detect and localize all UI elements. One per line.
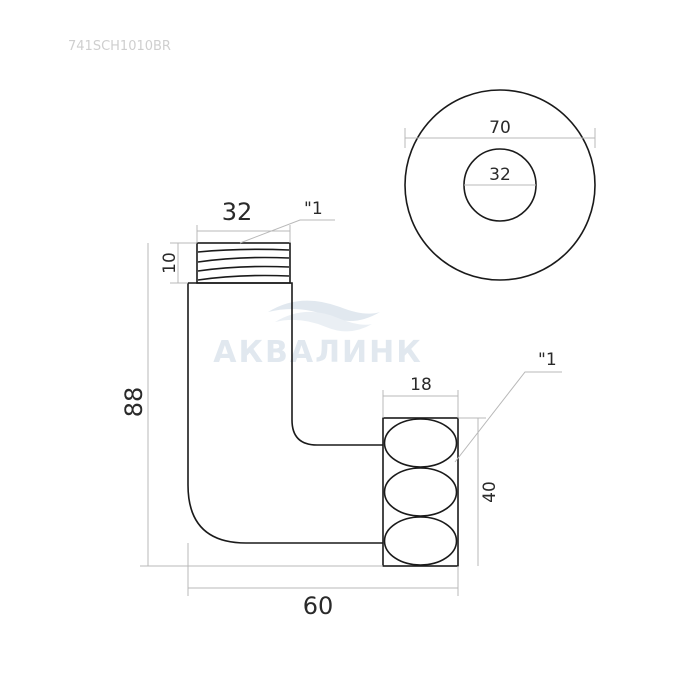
dim-nut-height: 40 (480, 481, 500, 503)
dim-thread-width: 32 (222, 198, 253, 226)
dim-nut-width: 18 (410, 375, 432, 395)
hex-nut (382, 417, 459, 567)
elbow-body (187, 282, 383, 544)
dim-total-height: 88 (120, 387, 148, 418)
dim-flange-inner: 32 (489, 165, 511, 185)
dim-total-width: 60 (303, 592, 334, 620)
thread-size-side: "1 (538, 350, 557, 370)
watermark-text: АКВАЛИНК (213, 335, 422, 370)
watermark-logo: АКВАЛИНК (213, 300, 422, 370)
dim-flange-outer: 70 (489, 118, 511, 138)
elbow-fitting (187, 242, 459, 567)
thread-size-top: "1 (304, 199, 323, 219)
article-code: 741SCH1010BR (68, 39, 171, 54)
flange-outer-circle (404, 89, 596, 281)
dim-thread-height: 10 (160, 252, 180, 274)
